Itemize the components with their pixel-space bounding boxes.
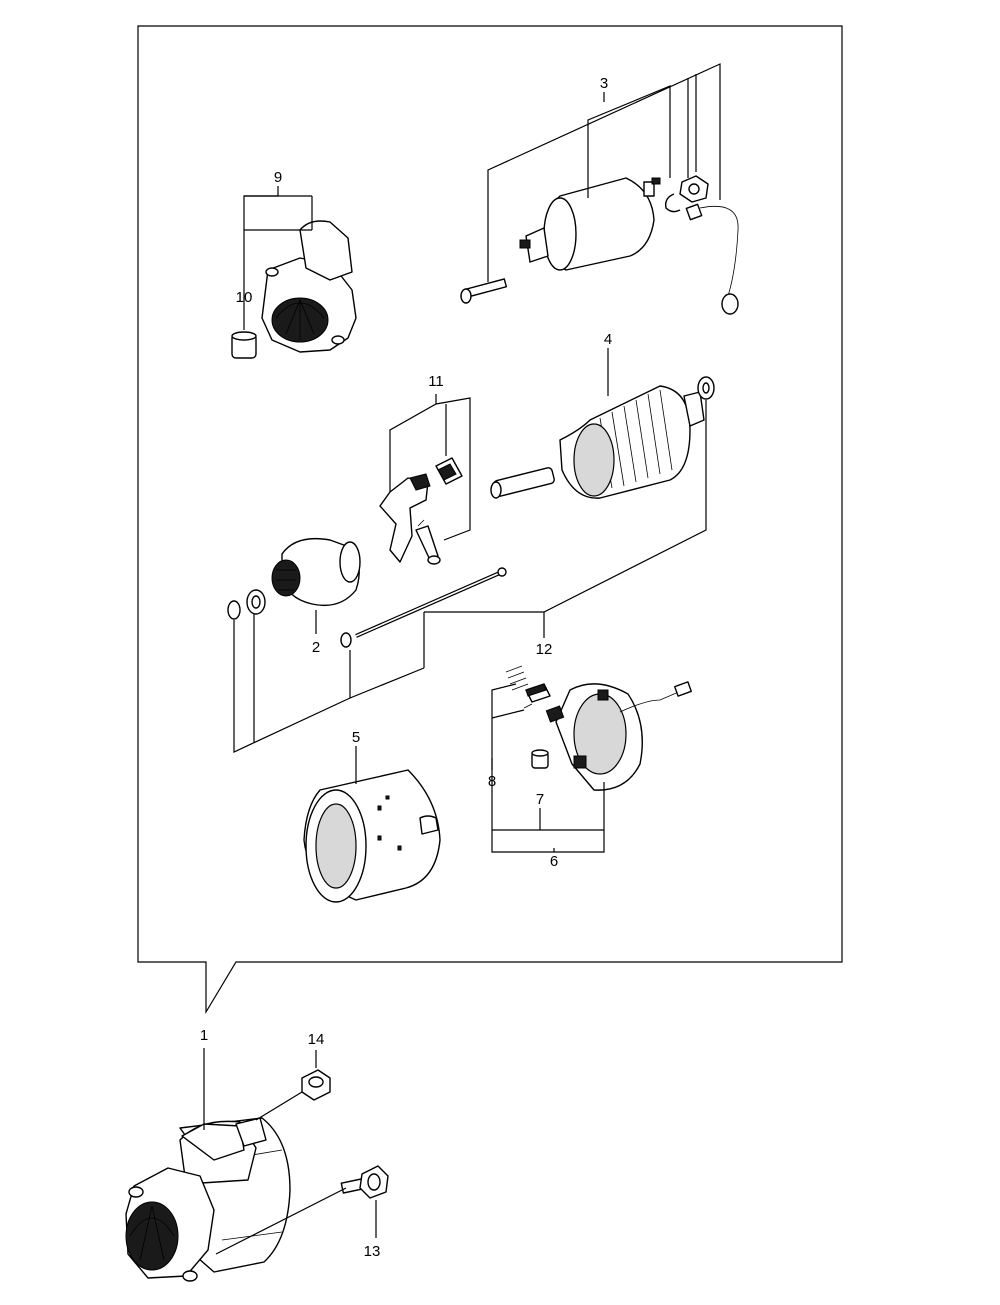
shift-lever-part[interactable] [379, 473, 431, 563]
callout-13: 13 [364, 1243, 381, 1260]
leader-8-pin [491, 709, 525, 719]
thrust-washer-part[interactable] [697, 376, 715, 400]
leader-13-assembly [215, 1187, 347, 1255]
leader-6-8 [491, 683, 605, 853]
snap-ring-part[interactable] [664, 193, 681, 213]
brush-pin-part[interactable] [523, 703, 533, 709]
callout-5: 5 [352, 729, 360, 746]
mounting-bolt-part[interactable] [340, 1165, 389, 1199]
mount-nut-part[interactable] [301, 1069, 331, 1101]
leader-3-bolt [487, 63, 721, 282]
callout-3: 3 [600, 75, 608, 92]
leader-12-ring [233, 620, 351, 753]
leader-11 [389, 397, 471, 541]
pivot-pin-part[interactable] [415, 519, 441, 565]
leader-3-solenoid [587, 85, 671, 198]
yoke-part[interactable] [303, 769, 441, 903]
leader-14-assembly [255, 1091, 303, 1121]
leader-12-rodwasher [349, 650, 425, 699]
pinion-clutch-part[interactable] [271, 537, 361, 607]
tie-rod-part[interactable] [355, 567, 507, 638]
callout-2: 2 [312, 639, 320, 656]
leader-9-bracket [243, 186, 279, 230]
drive-housing-part[interactable] [261, 220, 357, 353]
callout-12: 12 [536, 641, 553, 658]
callout-7: 7 [536, 791, 544, 808]
callout-9: 9 [274, 169, 282, 186]
callout-6: 6 [550, 853, 558, 870]
snap-ring-2-part[interactable] [227, 600, 241, 620]
brush-spring-part[interactable] [505, 665, 529, 691]
nut-part[interactable] [679, 175, 709, 203]
stop-collar-part[interactable] [246, 589, 266, 615]
lead-wire-part[interactable] [685, 203, 739, 315]
callout-1: 1 [200, 1027, 208, 1044]
brush-part[interactable] [525, 683, 551, 703]
callout-4: 4 [604, 331, 612, 348]
callout-14: 14 [308, 1031, 325, 1048]
brush-holder-part[interactable] [545, 681, 692, 791]
starter-assembly-part[interactable] [125, 1117, 291, 1282]
through-bolt-part[interactable] [460, 278, 508, 304]
solenoid-part[interactable] [519, 177, 661, 271]
bushing-part[interactable] [231, 331, 257, 359]
armature-part[interactable] [490, 385, 705, 499]
callout-10: 10 [236, 289, 253, 306]
bearing-7-part[interactable] [531, 749, 549, 769]
rod-washer-part[interactable] [340, 632, 352, 648]
leader-12-washer [424, 400, 707, 613]
lever-block-part[interactable] [435, 457, 463, 485]
detail-frame [137, 25, 843, 1015]
callout-8: 8 [488, 773, 496, 790]
callout-11: 11 [428, 373, 444, 390]
